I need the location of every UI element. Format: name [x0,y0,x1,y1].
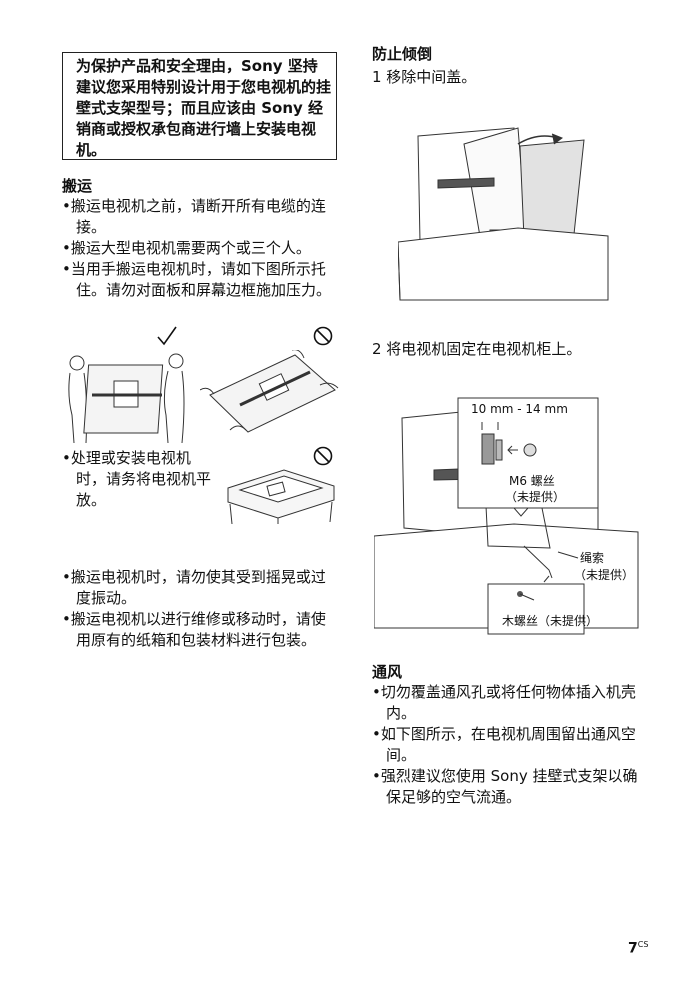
ventilation-bullets: •切勿覆盖通风孔或将任何物体插入机壳内。 •如下图所示，在电视机周围留出通风空间… [372,682,650,808]
bullet-repacking: •搬运电视机以进行维修或移动时，请使用原有的纸箱和包装材料进行包装。 [62,610,326,649]
page-number-suffix: CS [637,940,649,949]
transport-heading: 搬运 [62,177,93,195]
callout-size: 10 mm - 14 mm [471,402,568,416]
bullet-two-people: •搬运大型电视机需要两个或三个人。 [62,239,311,257]
bullet-hold: •当用手搬运电视机时，请如下图所示托住。请勿对面板和屏幕边框施加压力。 [62,260,332,299]
page-number: 7CS [628,940,648,957]
prohibited-icon [313,446,333,466]
step2-text: 2 将电视机固定在电视机柜上。 [372,340,582,358]
illustration-remove-cover [398,127,609,301]
callout-cord-note: （未提供） [574,568,635,582]
callout-wood-screw: 木螺丝（未提供） [502,614,599,628]
bullet-vent-space: •如下图所示，在电视机周围留出通风空间。 [372,725,636,764]
illustration-lay-flat [227,469,335,525]
prohibited-icon [313,326,333,346]
illustration-secure-tv [374,397,639,635]
transport-bullets-after: •搬运电视机时，请勿使其受到摇晃或过度振动。 •搬运电视机以进行维修或移动时，请… [62,567,340,651]
callout-cord: 绳索 [580,551,605,565]
check-icon [157,326,177,346]
notice-box [62,52,337,160]
bullet-lay-flat: •处理或安装电视机时，请务将电视机平放。 [62,449,212,509]
bullet-vent-cover: •切勿覆盖通风孔或将任何物体插入机壳内。 [372,683,636,722]
notice-text: 为保护产品和安全理由，Sony 坚持建议您采用特别设计用于您电视机的挂壁式支架型… [76,57,332,159]
illustration-carry-wrong [200,350,339,433]
step1-text: 1 移除中间盖。 [372,68,477,86]
bullet-vent-mount: •强烈建议您使用 Sony 挂壁式支架以确保足够的空气流通。 [372,767,638,806]
transport-bullets: •搬运电视机之前，请断开所有电缆的连接。 •搬运大型电视机需要两个或三个人。 •… [62,196,340,301]
bullet-disconnect: •搬运电视机之前，请断开所有电缆的连接。 [62,197,326,236]
handle-bullet-block: •处理或安装电视机时，请务将电视机平放。 [62,448,212,511]
ventilation-heading: 通风 [372,663,403,681]
anti-tip-heading: 防止倾倒 [372,45,433,63]
illustration-carry-ok [68,353,185,444]
callout-screw: M6 螺丝 [509,474,555,488]
page-number-value: 7 [628,940,638,957]
callout-screw-note: （未提供） [505,490,566,504]
bullet-no-shake: •搬运电视机时，请勿使其受到摇晃或过度振动。 [62,568,326,607]
